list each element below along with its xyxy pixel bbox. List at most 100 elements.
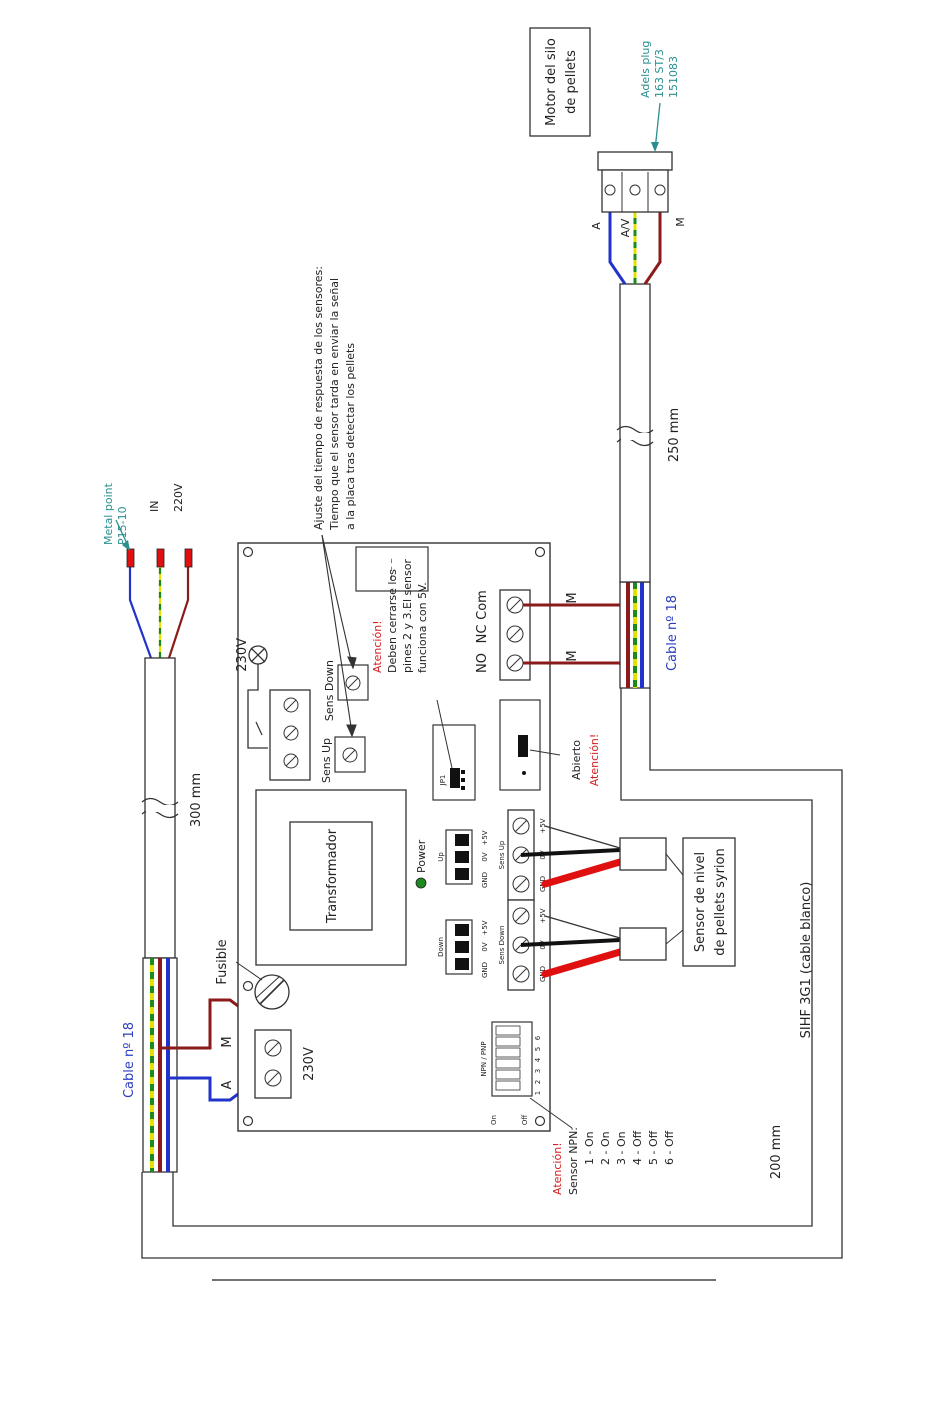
svg-text:163 ST/3: 163 ST/3 [653, 49, 666, 98]
wire-label-a-left: A [220, 1080, 235, 1089]
transformer [255, 789, 407, 966]
npn-note: Atención! Sensor NPN: 1 - On 2 - On 3 - … [551, 1127, 676, 1195]
sens-up-label: Sens Up [320, 738, 333, 783]
svg-text:Atención!: Atención! [371, 620, 384, 673]
len-200-label: 200 mm [769, 1125, 784, 1179]
motor-label-2: de pellets [564, 50, 579, 114]
svg-text:+5V: +5V [539, 908, 547, 923]
svg-text:2: 2 [534, 1080, 542, 1084]
jp2-jumper[interactable] [499, 699, 541, 791]
dip-on-label: On [490, 1115, 498, 1125]
sensor-box [682, 837, 736, 967]
wire-label-av: A/V [619, 218, 632, 237]
connector-down-pins: GND 0V +5V [481, 920, 489, 978]
svg-text:Atención!: Atención! [551, 1142, 564, 1195]
power-led [415, 877, 427, 889]
attention-jp2-label: Atención! [588, 734, 601, 787]
svg-text:a la placa tras detectar los p: a la placa tras detectar los pellets [344, 343, 357, 530]
svg-text:GND: GND [481, 962, 489, 978]
sensor-label-2: de pellets syrion [713, 848, 728, 955]
svg-text:GND: GND [481, 872, 489, 888]
svg-text:Sens Down: Sens Down [498, 926, 506, 965]
svg-text:Adels plug: Adels plug [639, 41, 652, 98]
wire-label-a-right: A [590, 222, 603, 230]
connector-down-label: Down [437, 937, 445, 957]
svg-text:3 - On: 3 - On [615, 1131, 628, 1165]
jp1-jumper[interactable] [432, 724, 476, 801]
wire-label-m-right: M [674, 217, 687, 227]
motor-label-1: Motor del silo [544, 38, 559, 126]
svg-text:Sens Up: Sens Up [498, 840, 506, 869]
connector-down [445, 919, 473, 975]
connector-up [445, 829, 473, 885]
terminal-230v [254, 1029, 292, 1099]
svg-text:Sensor NPN:: Sensor NPN: [567, 1127, 580, 1195]
motor-box [529, 27, 591, 137]
connector-up-label: Up [437, 852, 445, 862]
svg-text:4: 4 [534, 1057, 542, 1062]
svg-text:5 - Off: 5 - Off [647, 1130, 660, 1165]
npn-pnp-label: NPN / PNP [480, 1041, 488, 1076]
svg-text:1 - On: 1 - On [583, 1131, 596, 1165]
wire-label-m-left: M [220, 1036, 235, 1047]
sensor-cable-down [520, 915, 667, 978]
svg-text:2 - On: 2 - On [599, 1131, 612, 1165]
svg-text:Com: Com [475, 590, 490, 620]
svg-text:5: 5 [534, 1047, 542, 1051]
svg-text:4 - Off: 4 - Off [631, 1130, 644, 1165]
dip-numbers: 1 2 3 4 5 6 [534, 1035, 542, 1095]
lamp-230v-label: 230V [235, 638, 250, 672]
sensor-label-1: Sensor de nivel [693, 852, 708, 952]
svg-text:3: 3 [534, 1069, 542, 1073]
svg-text:Tiempo que el sensor tarda en: Tiempo que el sensor tarda en enviar la … [328, 278, 341, 531]
dip-switch[interactable] [491, 1021, 533, 1097]
power-label: Power [415, 839, 428, 873]
terminal-230v-label: 230V [302, 1047, 317, 1081]
relay-switch-symbol [255, 721, 263, 736]
svg-text:P15-10: P15-10 [116, 506, 129, 545]
dip-off-label: Off [521, 1115, 529, 1126]
svg-text:0V: 0V [481, 852, 489, 861]
svg-text:0V: 0V [481, 942, 489, 951]
len-250-label: 250 mm [667, 408, 682, 462]
lamp-terminal-block [269, 689, 311, 781]
cable-18-left [142, 957, 178, 1173]
fuse [254, 974, 290, 1010]
abierto-label: Abierto [570, 740, 583, 780]
svg-text:IN: IN [148, 501, 161, 512]
svg-text:pines 2 y 3.El sensor: pines 2 y 3.El sensor [401, 559, 414, 673]
sens-down-label: Sens Down [323, 660, 336, 721]
transformer-label: Transformador [325, 828, 340, 924]
sens-down-pot[interactable] [337, 664, 369, 701]
sensor-cable-up [520, 825, 667, 888]
motor-wires [608, 212, 662, 285]
svg-text:6: 6 [534, 1035, 542, 1040]
jp1-label: JP1 [439, 775, 447, 787]
cable-18-right-label: Cable nº 18 [665, 595, 680, 671]
svg-text:220V: 220V [172, 483, 185, 512]
top-component: ~ ~ ~ [355, 546, 429, 592]
svg-text:1: 1 [534, 1091, 542, 1095]
relay-labels: Com NC NO [475, 590, 490, 673]
sens-up-pot[interactable] [334, 736, 366, 773]
mounting-holes [242, 546, 546, 1127]
cable-18-right [619, 581, 651, 689]
cable-18-left-label: Cable nº 18 [122, 1022, 137, 1098]
adjust-note: Ajuste del tiempo de respuesta de los se… [312, 266, 357, 531]
svg-text:funciona con 5V.: funciona con 5V. [416, 582, 429, 673]
fuse-label: Fusible [215, 939, 230, 984]
svg-text:6 - Off: 6 - Off [663, 1130, 676, 1165]
adels-plug [597, 151, 673, 213]
white-cable-route [141, 688, 843, 1259]
svg-text:Deben cerrarse los: Deben cerrarse los [386, 569, 399, 673]
svg-text:Metal point: Metal point [102, 482, 115, 545]
svg-text:~ ~ ~: ~ ~ ~ [388, 558, 396, 580]
white-cable-label: SIHF 3G1 (cable blanco) [799, 882, 814, 1039]
svg-text:NO: NO [475, 653, 490, 673]
svg-text:151083: 151083 [667, 56, 680, 98]
plug-label: Metal point P15-10 IN 220V [102, 482, 185, 545]
lamp-230v [247, 645, 268, 749]
svg-text:+5V: +5V [481, 920, 489, 935]
adels-label: Adels plug 163 ST/3 151083 [639, 41, 680, 98]
plug-wires [128, 553, 190, 659]
